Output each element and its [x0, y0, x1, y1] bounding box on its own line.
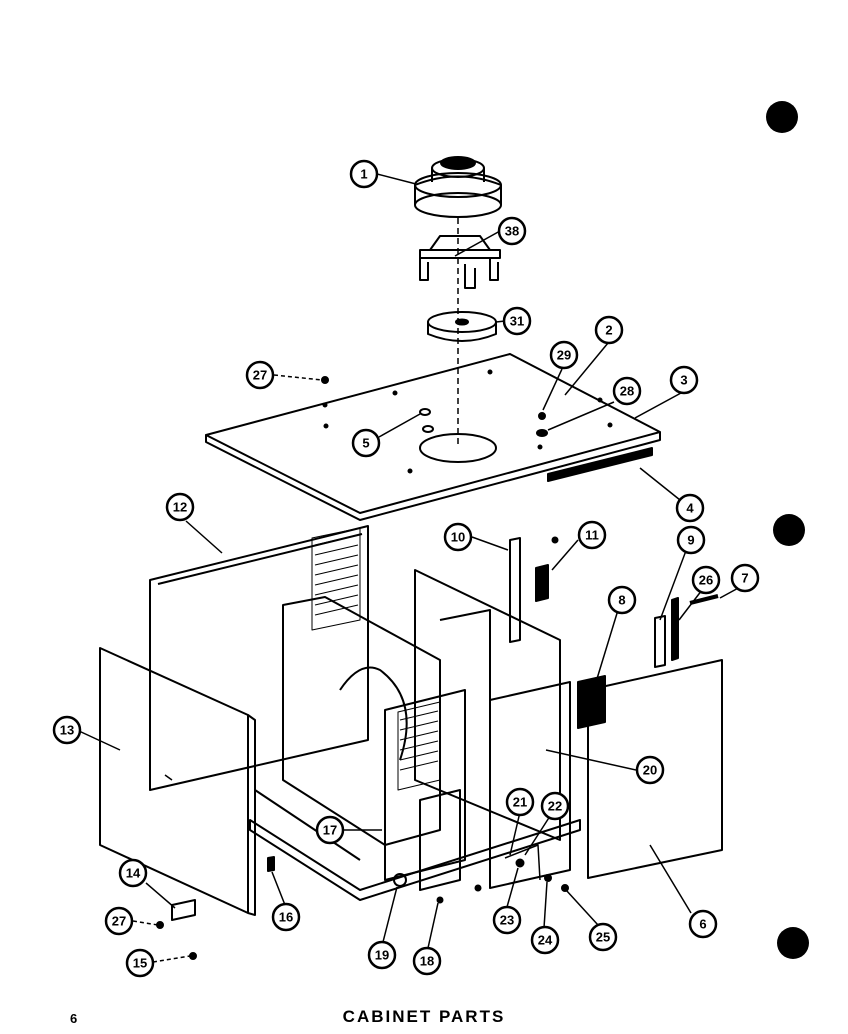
svg-text:2: 2: [605, 323, 612, 338]
callout-18: 18: [412, 946, 442, 976]
svg-text:21: 21: [513, 795, 527, 810]
svg-text:22: 22: [548, 799, 562, 814]
callout-28: 28: [612, 376, 642, 406]
part-mount-pad: [427, 311, 497, 342]
callout-16: 16: [271, 902, 301, 932]
svg-text:18: 18: [420, 954, 434, 969]
svg-text:14: 14: [126, 866, 141, 881]
callout-14: 14: [118, 858, 148, 888]
part-grille-strip: [577, 675, 606, 729]
binder-holes: [766, 101, 809, 959]
callout-26: 26: [691, 565, 721, 595]
part-rear-panel: [149, 525, 369, 791]
callout-20: 20: [635, 755, 665, 785]
svg-text:28: 28: [620, 384, 634, 399]
binder-hole-bottom: [777, 927, 809, 959]
callout-4: 4: [675, 493, 705, 523]
svg-text:31: 31: [510, 314, 524, 329]
svg-text:15: 15: [133, 956, 147, 971]
callout-31: 31: [502, 306, 532, 336]
svg-text:27: 27: [112, 914, 126, 929]
callout-7: 7: [730, 563, 760, 593]
svg-text:9: 9: [687, 533, 694, 548]
svg-text:4: 4: [686, 501, 694, 516]
svg-text:24: 24: [538, 933, 553, 948]
svg-text:16: 16: [279, 910, 293, 925]
callout-24: 24: [530, 925, 560, 955]
svg-text:17: 17: [323, 823, 337, 838]
binder-hole-middle: [773, 514, 805, 546]
svg-text:12: 12: [173, 500, 187, 515]
callout-11: 11: [577, 520, 607, 550]
part-right-side-panel: [587, 659, 723, 879]
callout-13: 13: [52, 715, 82, 745]
callout-21: 21: [505, 787, 535, 817]
svg-text:1: 1: [360, 167, 367, 182]
svg-text:26: 26: [699, 573, 713, 588]
svg-text:10: 10: [451, 530, 465, 545]
part-screw-7: [689, 594, 719, 605]
svg-text:19: 19: [375, 948, 389, 963]
page-title: CABINET PARTS: [342, 1007, 506, 1026]
callout-29: 29: [549, 340, 579, 370]
part-inner-divider: [414, 569, 561, 841]
svg-text:29: 29: [557, 348, 571, 363]
svg-text:11: 11: [585, 528, 599, 543]
page-number: 6: [70, 1011, 78, 1026]
svg-text:20: 20: [643, 763, 657, 778]
part-condenser-panel: [489, 681, 571, 889]
part-support-bracket: [509, 537, 521, 643]
part-blower-partition: [282, 596, 466, 891]
callout-12: 12: [165, 492, 195, 522]
callout-1: 1: [349, 159, 379, 189]
part-base-pan: [249, 789, 581, 901]
callout-25: 25: [588, 922, 618, 952]
part-blower-cap: [414, 156, 502, 218]
svg-text:27: 27: [253, 368, 267, 383]
svg-text:8: 8: [618, 593, 625, 608]
leader-lines: [78, 173, 743, 963]
svg-text:13: 13: [60, 723, 74, 738]
callout-27-bottom: 27: [104, 906, 134, 936]
callouts: 1 38 31 27 29 2 28 3 5 4 12 10 11 9 26 7…: [52, 159, 760, 978]
callout-17: 17: [315, 815, 345, 845]
svg-text:25: 25: [596, 930, 610, 945]
part-left-side-panel: [99, 647, 256, 916]
callout-8: 8: [607, 585, 637, 615]
callout-10: 10: [443, 522, 473, 552]
svg-text:38: 38: [505, 224, 519, 239]
callout-38: 38: [497, 216, 527, 246]
part-motor-bracket: [419, 235, 501, 289]
callout-2: 2: [594, 315, 624, 345]
svg-text:23: 23: [500, 913, 514, 928]
svg-text:3: 3: [680, 373, 687, 388]
callout-3: 3: [669, 365, 699, 395]
binder-hole-top: [766, 101, 798, 133]
callout-19: 19: [367, 940, 397, 970]
callout-22: 22: [540, 791, 570, 821]
callout-15: 15: [125, 948, 155, 978]
part-side-strip: [654, 615, 666, 668]
callout-5: 5: [351, 428, 381, 458]
callout-23: 23: [492, 905, 522, 935]
callout-9: 9: [676, 525, 706, 555]
callout-6: 6: [688, 909, 718, 939]
svg-text:6: 6: [699, 917, 706, 932]
svg-text:5: 5: [362, 436, 369, 451]
part-top-panel: [205, 353, 661, 521]
part-spring: [535, 564, 549, 602]
part-gasket-strip: [547, 447, 653, 482]
part-side-gasket: [671, 597, 679, 661]
callout-27-top: 27: [245, 360, 275, 390]
svg-text:7: 7: [741, 571, 748, 586]
